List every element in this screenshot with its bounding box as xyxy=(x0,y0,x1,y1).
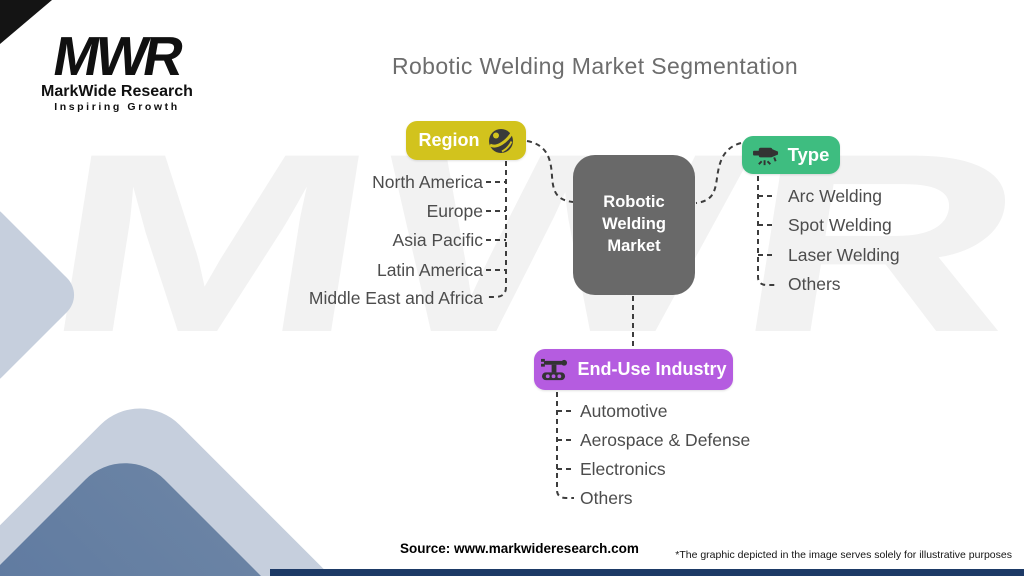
logo-monogram: MWR xyxy=(48,25,186,87)
source-text: Source: www.markwideresearch.com xyxy=(400,541,639,556)
type-badge-label: Type xyxy=(787,144,830,165)
type-branch-badge: Type xyxy=(742,136,840,174)
region-item: Europe xyxy=(426,201,483,221)
end-use-item: Automotive xyxy=(580,401,668,421)
region-item: North America xyxy=(372,172,483,192)
central-node-robotic-welding-market: Robotic Welding Market xyxy=(573,155,695,295)
end-use-item: Aerospace & Defense xyxy=(580,430,751,450)
region-item: Middle East and Africa xyxy=(308,288,483,308)
page-title: Robotic Welding Market Segmentation xyxy=(391,53,799,79)
type-item: Spot Welding xyxy=(788,215,892,235)
end-use-item: Electronics xyxy=(580,459,666,479)
robotic-arm-icon xyxy=(541,358,568,380)
type-item: Arc Welding xyxy=(788,186,883,206)
region-badge-label: Region xyxy=(418,130,480,150)
type-item: Others xyxy=(788,274,841,294)
central-node-label: Robotic Welding Market xyxy=(602,193,666,255)
globe-icon xyxy=(488,128,513,153)
end-use-badge-label: End-Use Industry xyxy=(577,359,727,379)
disclaimer-text: *The graphic depicted in the image serve… xyxy=(675,549,1012,561)
region-branch-badge: Region xyxy=(406,121,526,160)
welding-torch-icon xyxy=(752,147,778,165)
region-item: Latin America xyxy=(376,260,483,280)
end-use-industry-branch-badge: End-Use Industry xyxy=(534,349,733,390)
region-item: Asia Pacific xyxy=(392,230,483,250)
logo-company-name: MarkWide Research xyxy=(41,83,193,101)
bottom-accent-bar xyxy=(270,569,1024,576)
end-use-item: Others xyxy=(580,488,633,508)
logo-tagline: Inspiring Growth xyxy=(54,101,180,114)
type-item: Laser Welding xyxy=(788,245,900,265)
markwide-research-logo: MWR MarkWide Research Inspiring Growth xyxy=(34,25,200,114)
corner-triangle-decoration xyxy=(0,0,52,44)
